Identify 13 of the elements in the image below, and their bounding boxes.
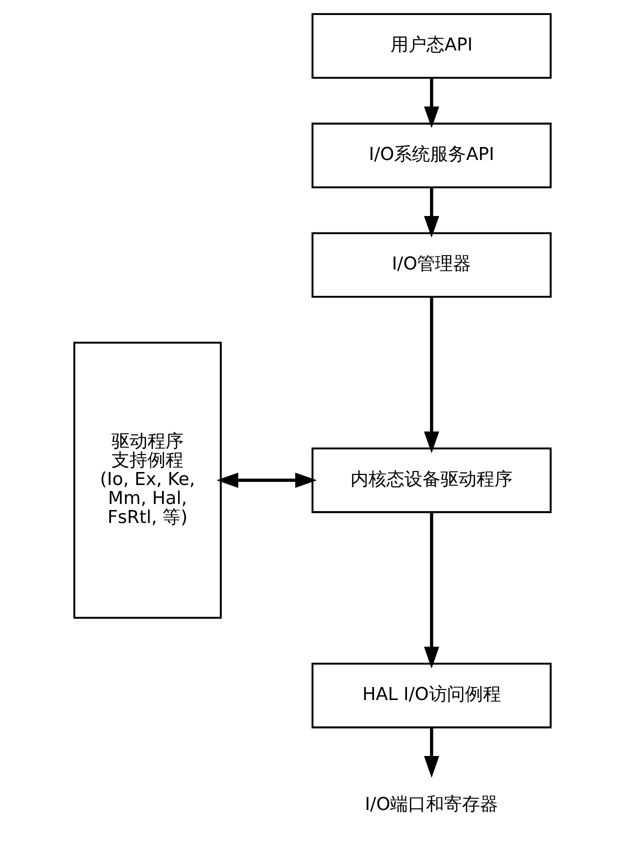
- arrow: [424, 187, 440, 238]
- node-box: I/O系统服务API: [312, 122, 552, 188]
- node-box: 驱动程序支持例程(Io, Ex, Ke, Mm, Hal, FsRtl, 等): [73, 341, 222, 618]
- arrow: [216, 472, 317, 488]
- node-text: I/O端口和寄存器: [364, 793, 498, 814]
- node-box: 内核态设备驱动程序: [312, 446, 552, 513]
- node-box: I/O管理器: [312, 232, 552, 298]
- arrow: [424, 512, 440, 668]
- arrow: [424, 78, 440, 128]
- node-box: 用户态API: [312, 12, 552, 78]
- arrow: [424, 727, 440, 778]
- node-box: HAL I/O访问例程: [312, 662, 552, 728]
- arrow: [424, 296, 440, 453]
